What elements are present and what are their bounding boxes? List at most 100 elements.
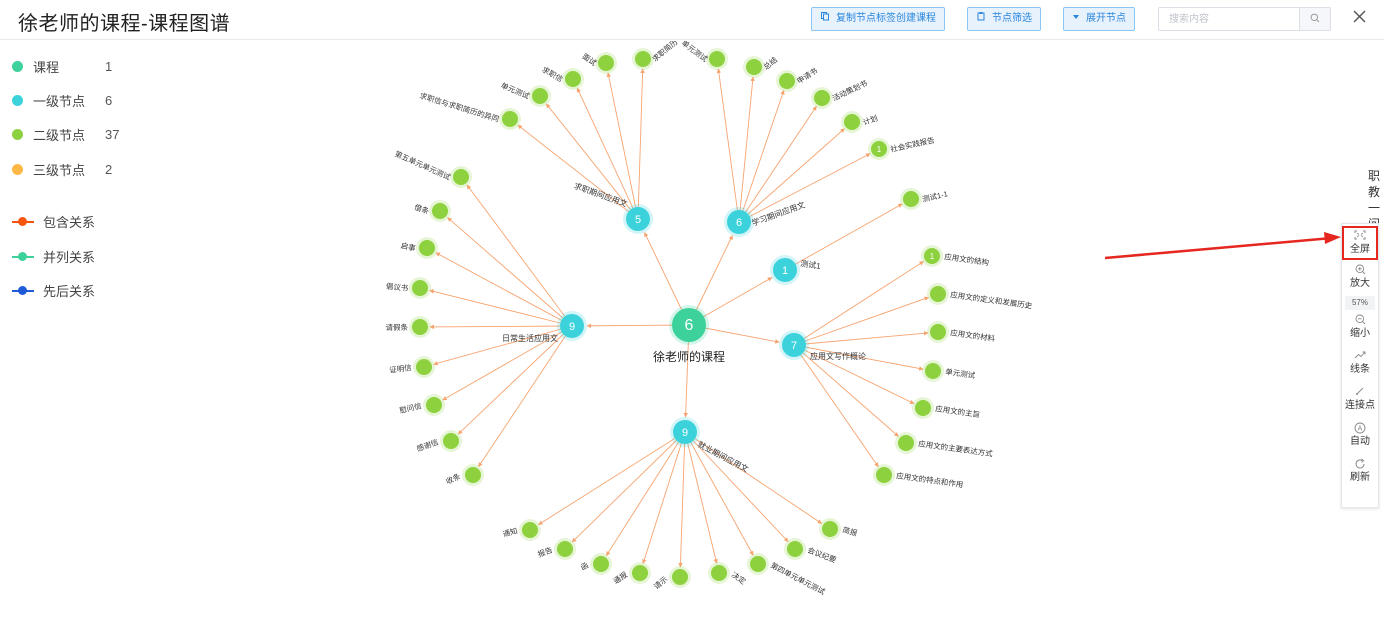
lines-button[interactable]: 线条 — [1342, 346, 1378, 382]
legend-item-level2[interactable]: 二级节点 37 — [12, 124, 152, 144]
level2-node[interactable] — [590, 553, 612, 575]
level2-node[interactable] — [595, 52, 617, 74]
node-label: 慰问信 — [398, 400, 423, 415]
level1-node[interactable]: 7 — [779, 330, 809, 360]
legend-item-sequence-relation[interactable]: 先后关系 — [12, 280, 152, 300]
zoom-in-button[interactable]: 放大 — [1342, 260, 1378, 296]
auto-button[interactable]: A 自动 — [1342, 418, 1378, 454]
node-label: 决定 — [730, 569, 748, 586]
graph-link — [538, 431, 686, 526]
level2-node[interactable] — [819, 518, 841, 540]
level2-node[interactable]: 1 — [868, 138, 890, 160]
level2-node[interactable] — [912, 397, 934, 419]
connect-icon — [1355, 386, 1365, 398]
level2-node[interactable] — [747, 553, 769, 575]
level1-node[interactable]: 1 — [770, 255, 800, 285]
search-input[interactable] — [1159, 8, 1299, 30]
node-label: 徐老师的课程 — [653, 349, 725, 364]
level2-node[interactable] — [784, 538, 806, 560]
expand-nodes-label: 展开节点 — [1086, 13, 1126, 24]
expand-nodes-button[interactable]: 展开节点 — [1063, 7, 1135, 31]
node-label: 日常生活应用文 — [502, 333, 558, 343]
level2-node[interactable] — [927, 321, 949, 343]
search-button[interactable] — [1299, 8, 1330, 30]
legend-item-level1[interactable]: 一级节点 6 — [12, 90, 152, 110]
close-button[interactable] — [1349, 5, 1369, 29]
legend-item-parallel-relation[interactable]: 并列关系 — [12, 246, 152, 266]
level2-node[interactable] — [708, 562, 730, 584]
legend-item-course[interactable]: 课程 1 — [12, 56, 152, 76]
level2-node[interactable] — [669, 566, 691, 588]
zoom-out-button[interactable]: 缩小 — [1342, 310, 1378, 346]
node-label: 应用文写作概论 — [810, 351, 866, 361]
level2-node[interactable] — [440, 430, 462, 452]
node-filter-button[interactable]: 节点筛选 — [967, 7, 1041, 31]
level2-node[interactable] — [895, 432, 917, 454]
refresh-button[interactable]: 刷新 — [1342, 454, 1378, 490]
level2-node[interactable] — [529, 85, 551, 107]
root-course-node[interactable]: 6 — [669, 305, 709, 345]
node-circle — [924, 248, 940, 264]
level2-node[interactable] — [416, 237, 438, 259]
legend-item-contains-relation[interactable]: 包含关系 — [12, 211, 152, 231]
graph-link — [678, 431, 686, 568]
level2-node[interactable] — [409, 277, 431, 299]
graph-link — [576, 87, 639, 220]
graph-link — [644, 232, 690, 326]
level2-node[interactable] — [811, 87, 833, 109]
level2-node[interactable] — [776, 70, 798, 92]
graph-link — [642, 431, 686, 564]
level2-node[interactable] — [927, 283, 949, 305]
level2-node[interactable] — [629, 562, 651, 584]
level1-node[interactable]: 9 — [557, 311, 587, 341]
level2-node[interactable] — [519, 519, 541, 541]
level2-node[interactable] — [462, 464, 484, 486]
node-label: 启事 — [400, 240, 417, 253]
graph-link — [605, 431, 686, 556]
level2-node[interactable] — [413, 356, 435, 378]
graph-link — [684, 431, 718, 564]
level1-node[interactable]: 5 — [623, 204, 653, 234]
node-circle — [673, 420, 697, 444]
node-label: 通知 — [501, 525, 518, 538]
node-label: 会议纪要 — [806, 545, 838, 565]
node-label: 请假条 — [385, 322, 408, 332]
search-box — [1158, 7, 1331, 31]
level2-node[interactable] — [423, 394, 445, 416]
zoom-in-label: 放大 — [1350, 278, 1370, 289]
legend-count: 6 — [105, 92, 113, 108]
level2-node[interactable] — [706, 48, 728, 70]
level2-node[interactable] — [922, 360, 944, 382]
level2-node[interactable] — [429, 200, 451, 222]
node-circle — [593, 556, 609, 572]
level2-node[interactable] — [554, 538, 576, 560]
level2-node[interactable] — [409, 316, 431, 338]
node-circle — [709, 51, 725, 67]
level2-node[interactable] — [900, 188, 922, 210]
legend-count: 37 — [105, 126, 120, 142]
fullscreen-button[interactable]: 全屏 — [1342, 226, 1378, 260]
level2-node[interactable] — [841, 111, 863, 133]
connect-points-button[interactable]: 连接点 — [1342, 382, 1378, 418]
level2-node[interactable] — [562, 68, 584, 90]
level2-node[interactable]: 1 — [921, 245, 943, 267]
clipboard-icon — [976, 8, 986, 30]
node-badge: 6 — [736, 217, 742, 229]
copy-tags-create-course-button[interactable]: 复制节点标签创建课程 — [811, 7, 945, 31]
level1-node[interactable]: 9 — [670, 417, 700, 447]
node-circle — [453, 169, 469, 185]
level2-node[interactable] — [873, 464, 895, 486]
graph-link — [433, 325, 573, 366]
level1-node[interactable]: 6 — [724, 207, 754, 237]
legend-item-level3[interactable]: 三级节点 2 — [12, 159, 152, 179]
node-circle — [930, 324, 946, 340]
level2-node[interactable] — [743, 56, 765, 78]
level2-node[interactable] — [632, 48, 654, 70]
refresh-label: 刷新 — [1350, 472, 1370, 483]
caret-down-icon — [1072, 8, 1080, 30]
search-icon — [1310, 10, 1320, 28]
level2-node[interactable] — [450, 166, 472, 188]
legend-label: 三级节点 — [33, 162, 86, 178]
level2-node[interactable] — [499, 108, 521, 130]
